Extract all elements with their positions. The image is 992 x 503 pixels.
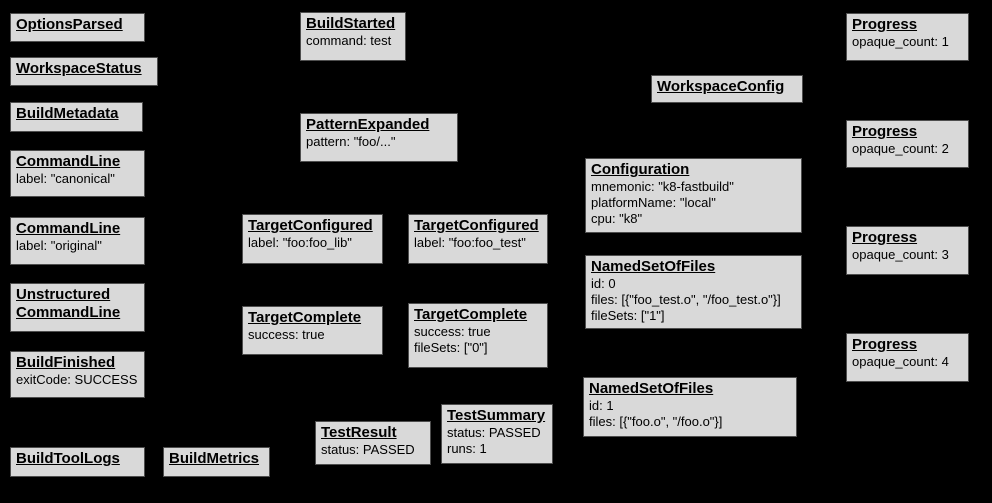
test-summary-field: status: PASSED	[447, 424, 541, 440]
pattern-expanded-title: PatternExpanded	[306, 116, 430, 133]
build-metrics: BuildMetrics	[163, 447, 270, 477]
progress-1-field: opaque_count: 1	[852, 33, 949, 49]
pattern-expanded-field: pattern: "foo/..."	[306, 133, 396, 149]
configuration-field: platformName: "local"	[591, 194, 716, 210]
named-set-of-files-0-field: files: [{"foo_test.o", "/foo_test.o"}]	[591, 291, 781, 307]
build-metadata-title: BuildMetadata	[16, 105, 119, 122]
progress-4-field: opaque_count: 4	[852, 353, 949, 369]
workspace-status-title: WorkspaceStatus	[16, 60, 142, 77]
build-metadata: BuildMetadata	[10, 102, 143, 132]
options-parsed: OptionsParsed	[10, 13, 145, 42]
options-parsed-title: OptionsParsed	[16, 16, 123, 33]
configuration-field: cpu: "k8"	[591, 210, 643, 226]
target-complete-foo-test-field: fileSets: ["0"]	[414, 339, 488, 355]
test-result-title: TestResult	[321, 424, 397, 441]
progress-3-title: Progress	[852, 229, 918, 246]
build-finished-field: exitCode: SUCCESS	[16, 371, 138, 387]
workspace-config-title: WorkspaceConfig	[657, 78, 785, 95]
test-summary-title: TestSummary	[447, 407, 546, 424]
build-metrics-title: BuildMetrics	[169, 450, 260, 467]
build-started-title: BuildStarted	[306, 15, 396, 32]
build-finished-title: BuildFinished	[16, 354, 116, 371]
test-result-field: status: PASSED	[321, 441, 415, 457]
progress-4-title: Progress	[852, 336, 918, 353]
named-set-of-files-0-field: id: 0	[591, 275, 616, 291]
unstructured-command-line-title: Unstructured	[16, 286, 111, 303]
named-set-of-files-1-title: NamedSetOfFiles	[589, 380, 714, 397]
target-complete-foo-test-field: success: true	[414, 323, 491, 339]
build-tool-logs-title: BuildToolLogs	[16, 450, 120, 467]
build-started-field: command: test	[306, 32, 392, 48]
target-configured-foo-test-title: TargetConfigured	[414, 217, 539, 234]
command-line-original-title: CommandLine	[16, 220, 121, 237]
named-set-of-files-0-field: fileSets: ["1"]	[591, 307, 665, 323]
named-set-of-files-1-field: files: [{"foo.o", "/foo.o"}]	[589, 413, 723, 429]
command-line-canonical-title: CommandLine	[16, 153, 121, 170]
target-configured-foo-lib-field: label: "foo:foo_lib"	[248, 234, 352, 250]
build-tool-logs: BuildToolLogs	[10, 447, 145, 477]
target-complete-foo-lib-field: success: true	[248, 326, 325, 342]
command-line-canonical-field: label: "canonical"	[16, 170, 115, 186]
command-line-original-field: label: "original"	[16, 237, 102, 253]
workspace-status: WorkspaceStatus	[10, 57, 158, 86]
workspace-config: WorkspaceConfig	[651, 75, 803, 103]
target-complete-foo-lib-title: TargetComplete	[248, 309, 362, 326]
named-set-of-files-0-title: NamedSetOfFiles	[591, 258, 716, 275]
named-set-of-files-1-field: id: 1	[589, 397, 614, 413]
progress-1-title: Progress	[852, 16, 918, 33]
unstructured-command-line-title: CommandLine	[16, 303, 121, 321]
progress-2-field: opaque_count: 2	[852, 140, 949, 156]
target-configured-foo-test-field: label: "foo:foo_test"	[414, 234, 526, 250]
test-summary-field: runs: 1	[447, 440, 487, 456]
target-configured-foo-lib-title: TargetConfigured	[248, 217, 373, 234]
target-complete-foo-test-title: TargetComplete	[414, 306, 528, 323]
configuration-title: Configuration	[591, 161, 690, 178]
progress-3-field: opaque_count: 3	[852, 246, 949, 262]
progress-2-title: Progress	[852, 123, 918, 140]
configuration-field: mnemonic: "k8-fastbuild"	[591, 178, 734, 194]
